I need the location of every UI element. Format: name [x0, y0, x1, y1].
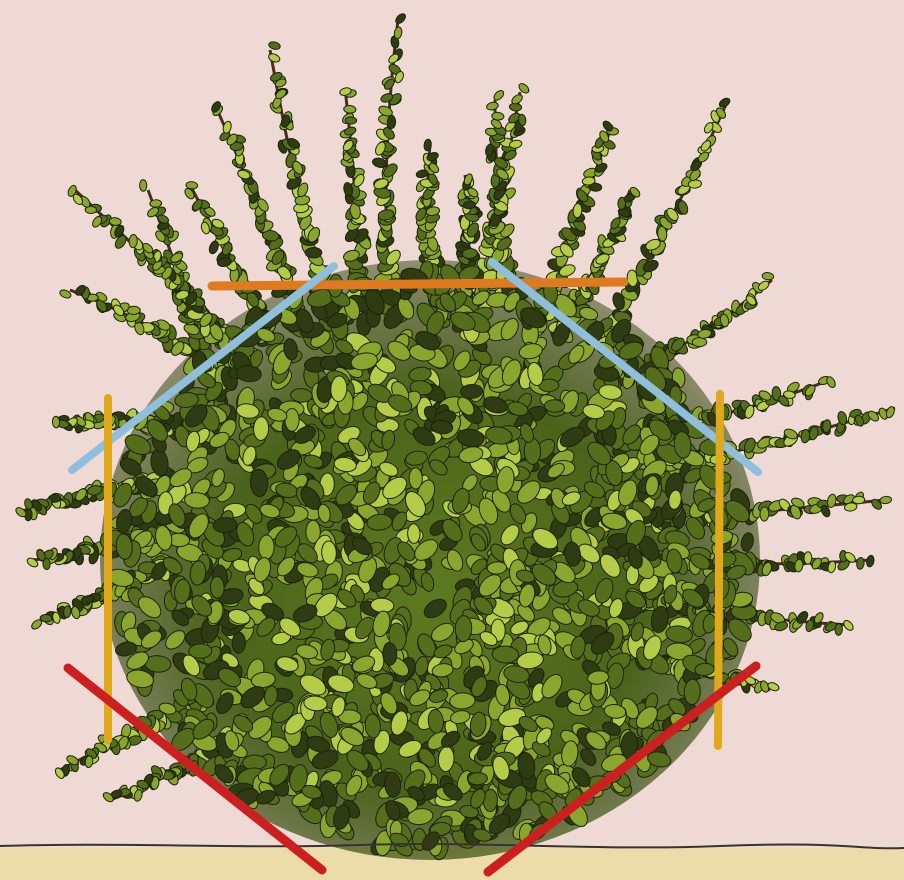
leaf [210, 576, 224, 598]
leaf [407, 524, 420, 544]
leaf [129, 234, 138, 248]
leaf [258, 535, 274, 560]
leaf [760, 507, 769, 521]
leaf [692, 337, 707, 346]
leaf [684, 679, 701, 705]
leaf [387, 115, 395, 128]
leaf [804, 552, 812, 565]
leaf [253, 416, 269, 440]
leaf [285, 409, 299, 432]
leaf [455, 615, 472, 642]
leaf [305, 247, 322, 258]
leaf [382, 643, 397, 666]
leaf [345, 117, 357, 124]
leaf [544, 399, 565, 412]
leaf [835, 623, 843, 635]
top-horizontal-guide [212, 282, 624, 286]
leaf [139, 180, 146, 192]
leaf [52, 416, 60, 428]
leaf [232, 632, 246, 653]
leaf [852, 496, 864, 504]
